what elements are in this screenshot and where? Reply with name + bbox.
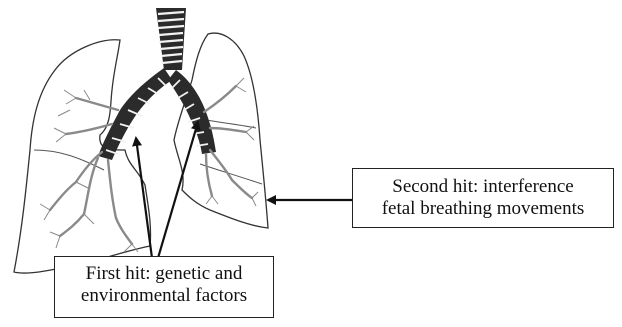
second-hit-label: Second hit: interference fetal breathing… <box>352 168 614 228</box>
left-lung-outline <box>14 40 151 273</box>
first-hit-line-1: First hit: genetic and <box>55 263 273 285</box>
right-lung-outline <box>174 33 268 228</box>
trachea-icon <box>156 8 186 70</box>
second-hit-line-2: fetal breathing movements <box>353 198 613 220</box>
second-hit-line-1: Second hit: interference <box>353 176 613 198</box>
first-hit-line-2: environmental factors <box>55 285 273 307</box>
first-hit-label: First hit: genetic and environmental fac… <box>54 256 274 318</box>
